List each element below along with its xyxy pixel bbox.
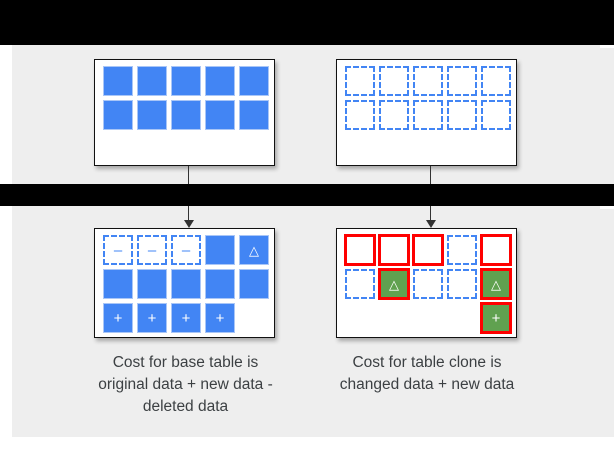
base-table-after-cell-r2c3 [171, 269, 201, 299]
table-clone-after-cell-r3c1 [345, 303, 375, 333]
table-clone-caption: Cost for table clone is changed data + n… [339, 354, 515, 393]
minus-icon: – [181, 241, 191, 259]
table-clone-before-cell-r2c2 [379, 100, 409, 130]
base-table-after-cell-r3c3: + [171, 303, 201, 333]
table-clone-before-cell-r1c5 [481, 66, 511, 96]
table-clone-after-cell-r3c2 [379, 303, 409, 333]
letterbox-bar-top [0, 0, 614, 45]
table-clone-before-cell-r2c3 [413, 100, 443, 130]
edge-notch-top-left [0, 45, 11, 49]
table-clone-after-cell-r2c1 [345, 269, 375, 299]
table-clone-after-cell-r2c5: △ [480, 268, 512, 300]
table-clone-after-grid: △ △ + [344, 234, 512, 334]
table-clone-after-cell-r3c5: + [480, 302, 512, 334]
table-clone-before-cell-r1c4 [447, 66, 477, 96]
edge-notch-bottom-right [600, 206, 614, 209]
base-table-after-cell-r3c1: + [103, 303, 133, 333]
plus-icon: + [147, 309, 157, 327]
base-table-after-cell-r2c5 [239, 269, 269, 299]
table-clone-before-grid [345, 66, 511, 130]
base-table-caption: Cost for base table is original data + n… [98, 354, 273, 415]
base-table-after-cell-r2c1 [103, 269, 133, 299]
plus-icon: + [215, 309, 225, 327]
base-table-before-cell-r1c3 [171, 66, 201, 96]
base-table-after-cell-r2c2 [137, 269, 167, 299]
base-table-before-grid [103, 66, 269, 130]
base-table-after-cell-r2c4 [205, 269, 235, 299]
base-table-before-cell-r2c2 [137, 100, 167, 130]
base-table-after-grid: – – – △ + + + + [103, 235, 269, 333]
table-clone-after-cell-r1c5 [480, 234, 512, 266]
table-clone-after: △ △ + [336, 228, 517, 338]
table-clone-after-cell-r1c1 [344, 234, 376, 266]
edge-notch-middle-left [0, 180, 11, 184]
base-table-after: – – – △ + + + + [94, 228, 275, 338]
base-table-before-cell-r2c3 [171, 100, 201, 130]
base-table-after-cell-r3c4: + [205, 303, 235, 333]
base-table-before-cell-r1c1 [103, 66, 133, 96]
table-clone-after-cell-r2c3 [413, 269, 443, 299]
letterbox-bar-middle [0, 184, 614, 206]
table-clone-after-cell-r1c3 [412, 234, 444, 266]
base-table-after-cell-r1c1: – [103, 235, 133, 265]
table-clone-before-cell-r1c3 [413, 66, 443, 96]
minus-icon: – [147, 241, 157, 259]
base-table-after-cell-r1c4 [205, 235, 235, 265]
base-table-before-cell-r1c4 [205, 66, 235, 96]
base-table-before-cell-r1c5 [239, 66, 269, 96]
arrow-base-table-head [184, 220, 194, 228]
delta-icon: △ [389, 276, 399, 292]
table-clone-after-cell-r1c2 [378, 234, 410, 266]
delta-icon: △ [491, 276, 501, 292]
base-table-after-cell-r1c3: – [171, 235, 201, 265]
table-clone-before-cell-r2c1 [345, 100, 375, 130]
table-clone-after-cell-r1c4 [447, 235, 477, 265]
base-table-after-cell-r3c2: + [137, 303, 167, 333]
table-clone-before-cell-r2c5 [481, 100, 511, 130]
arrow-table-clone-head [426, 220, 436, 228]
base-table-before-cell-r1c2 [137, 66, 167, 96]
table-clone-after-cell-r3c4 [447, 303, 477, 333]
slide-left-edge [11, 45, 12, 437]
table-clone-after-cell-r3c3 [413, 303, 443, 333]
edge-notch-bottom-left [0, 206, 11, 210]
table-clone-before-cell-r2c4 [447, 100, 477, 130]
table-clone-after-cell-r2c4 [447, 269, 477, 299]
plus-icon: + [113, 309, 123, 327]
minus-icon: – [113, 241, 123, 259]
base-table-before-cell-r2c1 [103, 100, 133, 130]
base-table-after-cell-r3c5 [239, 303, 269, 333]
delta-icon: △ [249, 242, 259, 258]
table-clone-before-cell-r1c2 [379, 66, 409, 96]
base-table-after-cell-r1c5: △ [239, 235, 269, 265]
base-table-before-cell-r2c5 [239, 100, 269, 130]
edge-notch-top-right [600, 45, 614, 48]
table-clone-before [336, 59, 517, 166]
plus-icon: + [181, 309, 191, 327]
table-clone-after-cell-r2c2: △ [378, 268, 410, 300]
plus-icon: + [491, 309, 501, 327]
base-table-before-cell-r2c4 [205, 100, 235, 130]
table-clone-before-cell-r1c1 [345, 66, 375, 96]
base-table-before [94, 59, 275, 166]
base-table-after-cell-r1c2: – [137, 235, 167, 265]
